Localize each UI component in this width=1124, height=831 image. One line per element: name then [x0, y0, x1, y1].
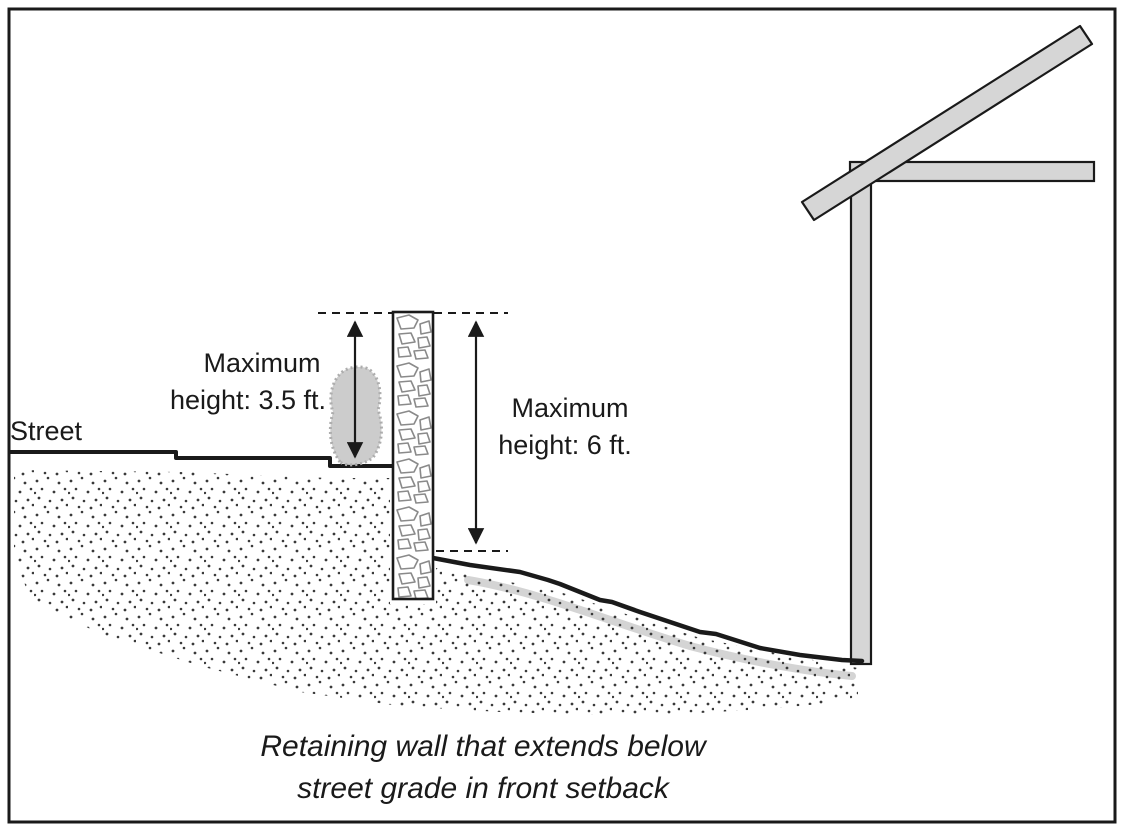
street-label: Street	[10, 416, 83, 446]
retaining-wall	[391, 310, 435, 601]
house-structure	[800, 24, 1096, 666]
left-measure-line1: Maximum	[203, 348, 320, 378]
house-roof	[800, 24, 1094, 222]
caption-line2: street grade in front setback	[297, 772, 671, 805]
right-measure-line1: Maximum	[511, 393, 628, 423]
street-grade-line	[8, 450, 394, 468]
house-post	[849, 170, 873, 666]
left-measure-label: Maximum height: 3.5 ft.	[170, 348, 326, 415]
left-measure-line2: height: 3.5 ft.	[170, 385, 326, 415]
figure-caption: Retaining wall that extends below street…	[260, 730, 708, 805]
right-measure-line2: height: 6 ft.	[498, 430, 632, 460]
caption-line1: Retaining wall that extends below	[260, 730, 708, 763]
lower-grade-line	[430, 555, 865, 664]
right-measure-label: Maximum height: 6 ft.	[498, 393, 632, 460]
ground-stipple	[14, 470, 858, 715]
